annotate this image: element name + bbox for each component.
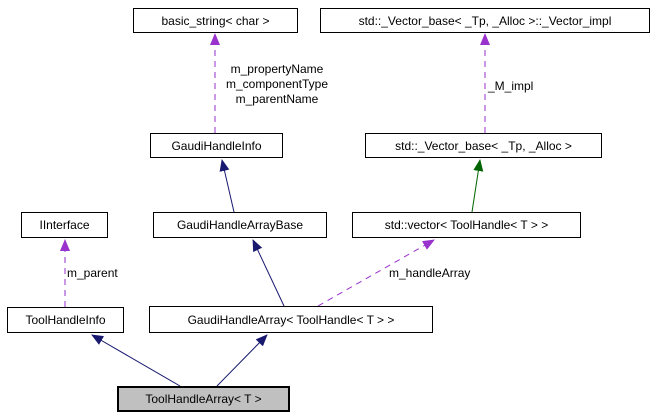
- node-std-vector[interactable]: std::vector< ToolHandle< T > >: [352, 212, 581, 238]
- node-vector-base[interactable]: std::_Vector_base< _Tp, _Alloc >: [365, 133, 602, 158]
- edge-m-handlearray-label: m_handleArray: [389, 266, 470, 280]
- edge-m-propertyname-label: m_parentName: [236, 92, 319, 106]
- node-vector-impl[interactable]: std::_Vector_base< _Tp, _Alloc >::_Vecto…: [320, 8, 650, 33]
- edge-inherit-arraybase-info: [219, 159, 235, 213]
- edge-m-handlearray: [317, 239, 435, 307]
- edge-inherit-vector-vectorbase: [471, 159, 484, 213]
- node-gaudi-handle-array-base[interactable]: GaudiHandleArrayBase: [153, 212, 327, 238]
- edge-m-propertyname-label: m_componentType: [226, 77, 328, 91]
- edge-inherit-array-arraybase: [252, 239, 285, 307]
- node-tool-handle-array: ToolHandleArray< T >: [117, 386, 290, 412]
- edge-m-propertyname-label: m_propertyName: [231, 62, 324, 76]
- edge-m-parent-label: m_parent: [67, 266, 118, 280]
- node-gaudi-handle-info[interactable]: GaudiHandleInfo: [150, 133, 283, 158]
- node-gaudi-handle-array[interactable]: GaudiHandleArray< ToolHandle< T > >: [149, 306, 433, 333]
- edge-m-impl-label: _M_impl: [487, 79, 533, 93]
- node-basic-string[interactable]: basic_string< char >: [133, 8, 298, 33]
- edge-inherit-toolarray-toolinfo: [91, 334, 181, 387]
- edge-inherit-toolarray-array: [216, 334, 268, 387]
- node-iinterface[interactable]: IInterface: [21, 212, 108, 238]
- node-tool-handle-info[interactable]: ToolHandleInfo: [7, 307, 124, 333]
